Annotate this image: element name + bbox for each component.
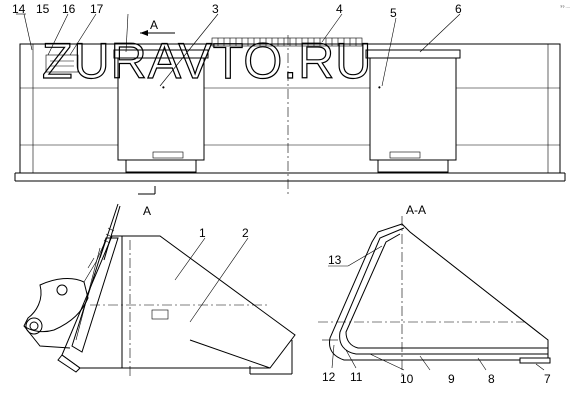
callout-15: 15	[36, 2, 50, 16]
left-mount-block	[117, 57, 205, 161]
svg-text:•: •	[162, 83, 165, 92]
callout-2: 2	[242, 226, 249, 240]
side-view	[23, 203, 296, 378]
watermark: ZURAVTO.RU	[42, 33, 372, 89]
corner-mark: ?? ....	[560, 4, 570, 9]
callout-10: 10	[400, 372, 414, 386]
section-a-a	[318, 216, 551, 378]
callout-8: 8	[488, 372, 495, 386]
section-marker-bottom: A	[143, 204, 151, 218]
cutting-strip	[211, 37, 363, 47]
section-marker-top: A	[150, 18, 158, 32]
callout-11: 11	[350, 370, 363, 384]
nameplate	[45, 54, 79, 73]
callout-9: 9	[448, 372, 455, 386]
callout-13: 13	[328, 253, 342, 267]
callout-17: 17	[90, 2, 104, 16]
callout-14: 14	[12, 2, 26, 16]
callout-7: 7	[544, 372, 551, 386]
callout-3: 3	[212, 2, 219, 16]
right-mount-block	[369, 57, 457, 161]
svg-text:•: •	[378, 83, 381, 92]
callout-16: 16	[62, 2, 76, 16]
callout-1: 1	[199, 226, 206, 240]
callout-4: 4	[336, 2, 343, 16]
callout-5: 5	[390, 6, 397, 20]
callout-6: 6	[455, 2, 462, 16]
top-view: • • A A	[14, 13, 566, 218]
section-title: A-A	[406, 203, 426, 217]
callout-12: 12	[322, 370, 336, 384]
